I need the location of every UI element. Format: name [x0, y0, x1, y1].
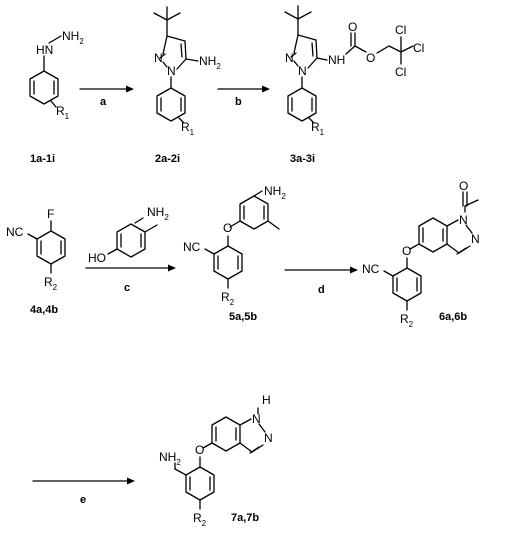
ether-o-atom-label: O [223, 221, 232, 235]
hn-atom-label: HN [36, 43, 53, 57]
nc-atom-label: NC [6, 225, 24, 239]
compound-7: H N N O NH2 R2 7a,7b [159, 393, 273, 528]
reaction-arrow-c: c [85, 264, 176, 294]
compound-label-4: 4a,4b [30, 304, 58, 316]
n1-atom-label: N [252, 412, 261, 426]
r2-substituent-label: R2 [193, 511, 207, 528]
ether-o-atom-label: O [195, 443, 204, 457]
r1-substituent-label: R1 [311, 120, 325, 137]
carbonyl-o-atom-label: O [348, 20, 357, 34]
nh2-atom-label: NH2 [147, 205, 169, 222]
cl-atom-label-1: Cl [395, 23, 406, 37]
n2-atom-label: N [298, 64, 307, 78]
cl-atom-label-3: Cl [395, 65, 406, 79]
n1-atom-label: N [154, 51, 163, 65]
cl-atom-label-2: Cl [413, 41, 424, 55]
nh-atom-label: NH [328, 53, 345, 67]
n1-atom-label: N [285, 51, 294, 65]
compound-label-3: 3a-3i [290, 153, 315, 165]
r2-substituent-label: R2 [400, 312, 414, 329]
n1-atom-label: N [459, 213, 468, 227]
r1-substituent-label: R1 [56, 104, 70, 121]
reagent-label-e: e [80, 494, 86, 506]
n2-atom-label: N [471, 232, 480, 246]
reagent-label-c: c [124, 282, 130, 294]
compound-6: O N N O NC R2 6a,6b [362, 179, 480, 329]
compound-5: NH2 O NC R2 5a,5b [183, 184, 286, 323]
compound-1: HN NH2 R1 1a-1i [29, 29, 84, 165]
r2-substituent-label: R2 [44, 275, 58, 292]
reaction-arrow-d: d [284, 266, 358, 296]
acetyl-o-atom-label: O [459, 179, 468, 193]
reaction-arrow-a: a [79, 85, 134, 108]
n2-atom-label: N [167, 64, 176, 78]
nc-atom-label: NC [362, 262, 380, 276]
reagent-c-structure: NH2 HO [88, 205, 169, 265]
nh2-atom-label: NH2 [62, 29, 84, 46]
compound-label-7: 7a,7b [231, 512, 259, 524]
reagent-label-a: a [100, 96, 107, 108]
compound-label-2: 2a-2i [155, 153, 180, 165]
compound-label-1: 1a-1i [30, 153, 55, 165]
ho-atom-label: HO [88, 251, 106, 265]
r2-substituent-label: R2 [221, 290, 235, 307]
compound-3: N N NH O O Cl Cl Cl R1 3a-3i [284, 5, 424, 165]
compound-label-5: 5a,5b [229, 311, 257, 323]
nh2-atom-label: NH2 [159, 450, 181, 467]
ether-o-atom-label: O [402, 244, 411, 258]
nh-h-atom-label: H [262, 393, 271, 407]
compound-2: N N NH2 R1 2a-2i [153, 6, 221, 165]
reaction-arrow-e: e [32, 477, 135, 506]
reagent-label-b: b [235, 96, 242, 108]
n2-atom-label: N [264, 431, 273, 445]
benzene-ring [29, 70, 59, 105]
r1-substituent-label: R1 [181, 120, 195, 137]
nh2-atom-label: NH2 [264, 184, 286, 201]
f-atom-label: F [47, 207, 54, 221]
compound-4: F NC R2 4a,4b [6, 207, 66, 316]
reaction-arrow-b: b [217, 85, 270, 108]
reagent-label-d: d [318, 284, 325, 296]
compound-label-6: 6a,6b [439, 311, 467, 323]
nh2-atom-label: NH2 [199, 54, 221, 71]
nc-atom-label: NC [183, 240, 201, 254]
ester-o-atom-label: O [366, 51, 375, 65]
